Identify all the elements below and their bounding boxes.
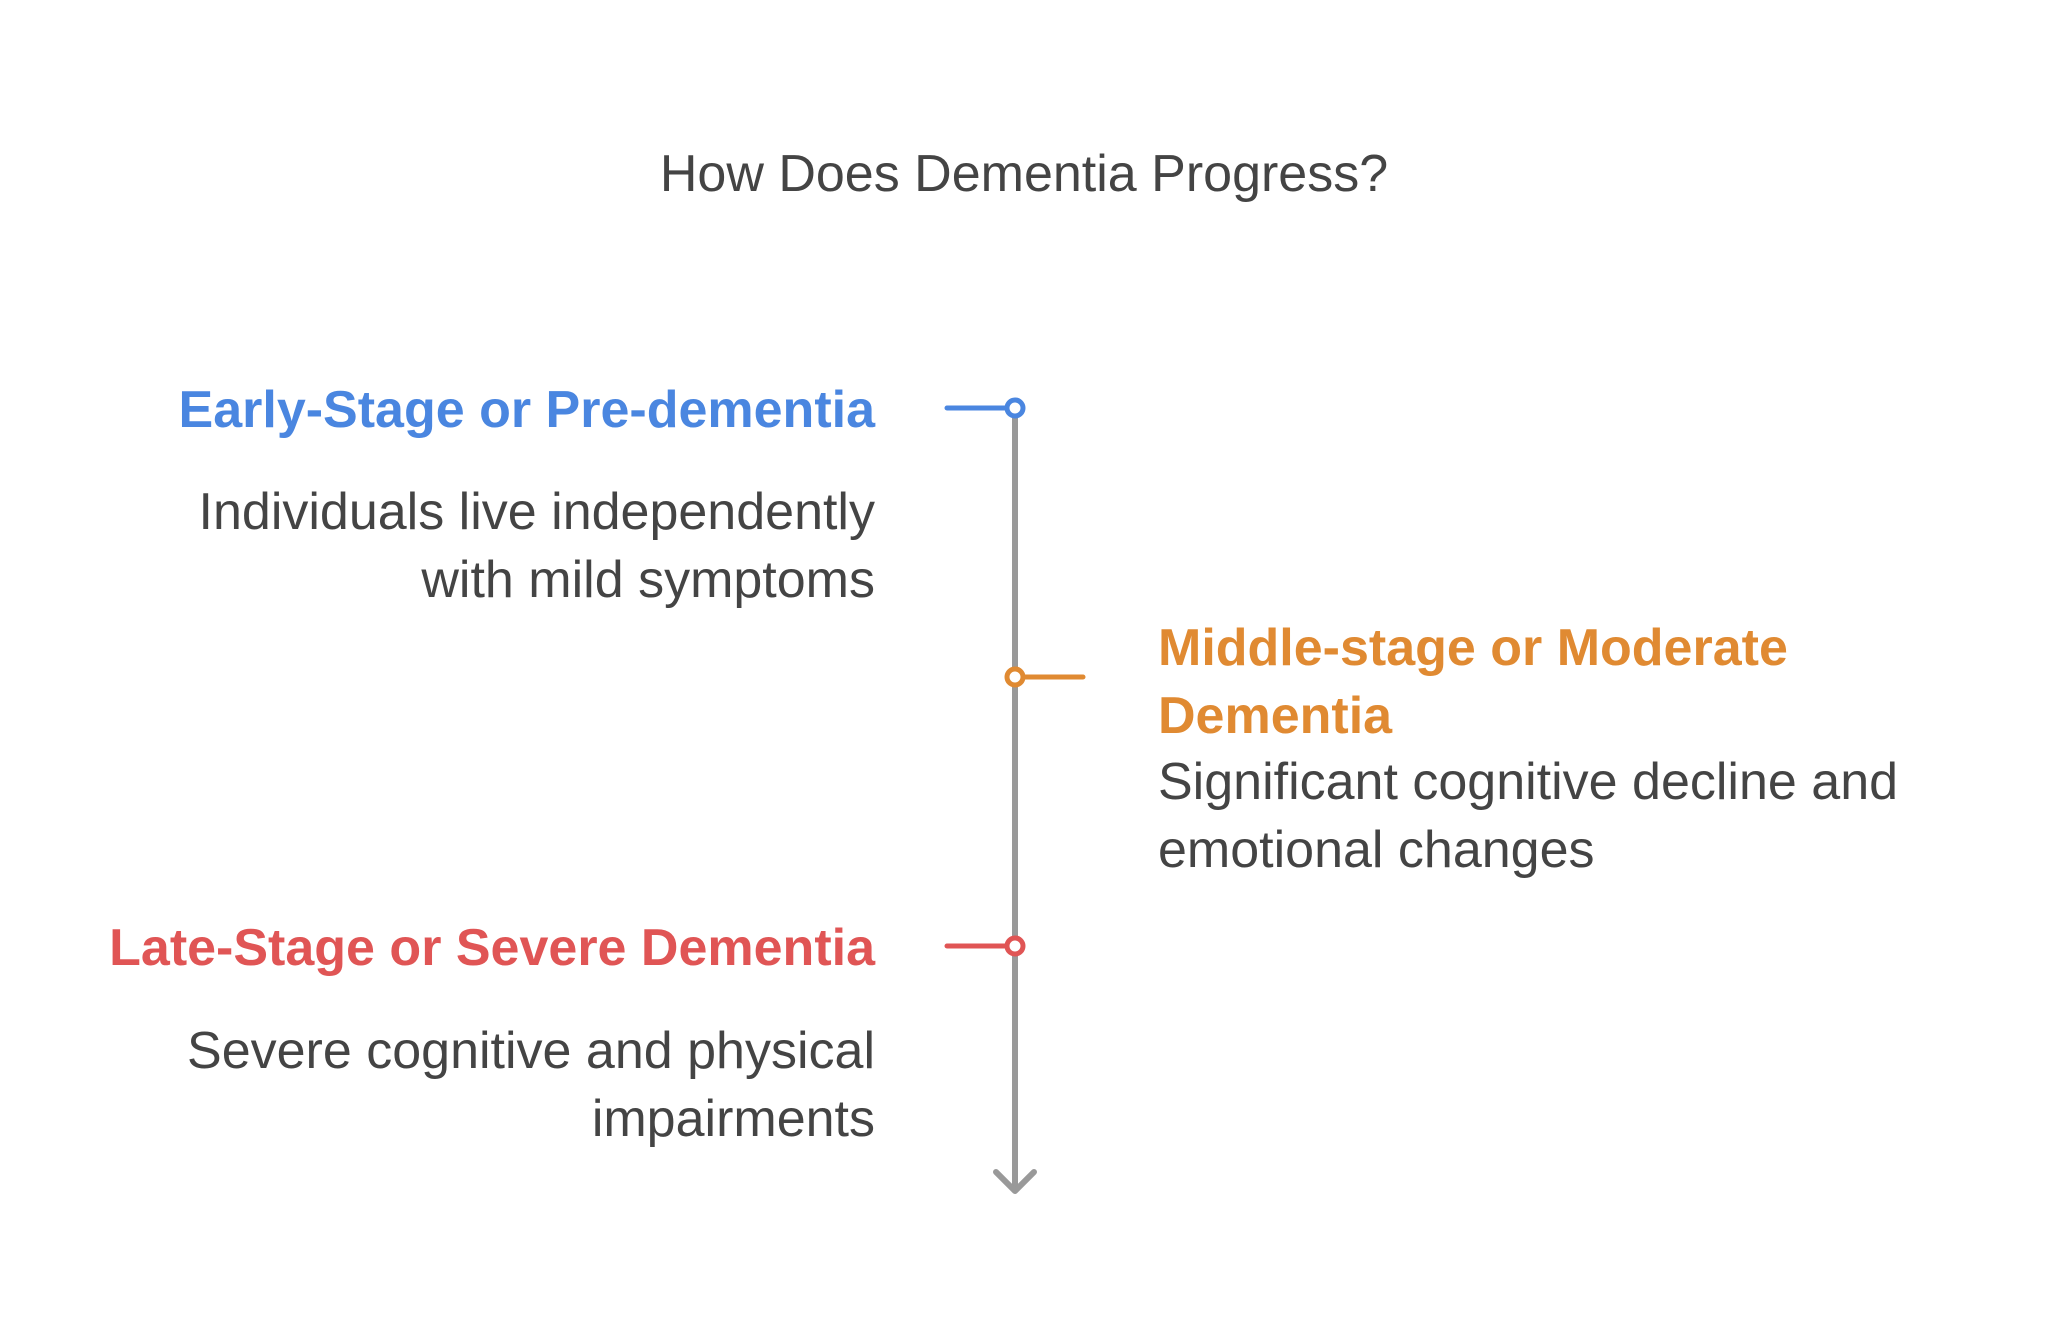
stage-2-title-line-2: Dementia xyxy=(1158,687,1393,745)
stage-2-description-line-1: Significant cognitive decline and xyxy=(1158,753,1899,811)
stage-2-title-line-1: Middle-stage or Moderate xyxy=(1158,619,1788,677)
stage-1-description-line-2: with mild symptoms xyxy=(421,551,875,609)
stage-2-marker xyxy=(1004,666,1026,688)
stage-3-description-line-2: impairments xyxy=(591,1090,875,1148)
stage-3-description-line-1: Severe cognitive and physical xyxy=(187,1022,875,1080)
stage-1-marker xyxy=(1004,397,1026,419)
arrow-down-icon xyxy=(993,1169,1037,1194)
stage-2-description: Significant cognitive decline and emotio… xyxy=(1158,748,1998,884)
stage-2-description-line-2: emotional changes xyxy=(1158,821,1595,879)
diagram-title: How Does Dementia Progress? xyxy=(659,145,1389,203)
stage-1-title: Early-Stage or Pre-dementia xyxy=(178,381,875,439)
stage-3-title: Late-Stage or Severe Dementia xyxy=(109,919,875,977)
stage-3-marker xyxy=(1004,935,1026,957)
stage-3-description: Severe cognitive and physical impairment… xyxy=(55,1017,875,1153)
stage-1-description: Individuals live independently with mild… xyxy=(55,478,875,614)
stage-1-description-line-1: Individuals live independently xyxy=(198,483,875,541)
stage-2-title: Middle-stage or Moderate Dementia xyxy=(1158,614,1998,750)
